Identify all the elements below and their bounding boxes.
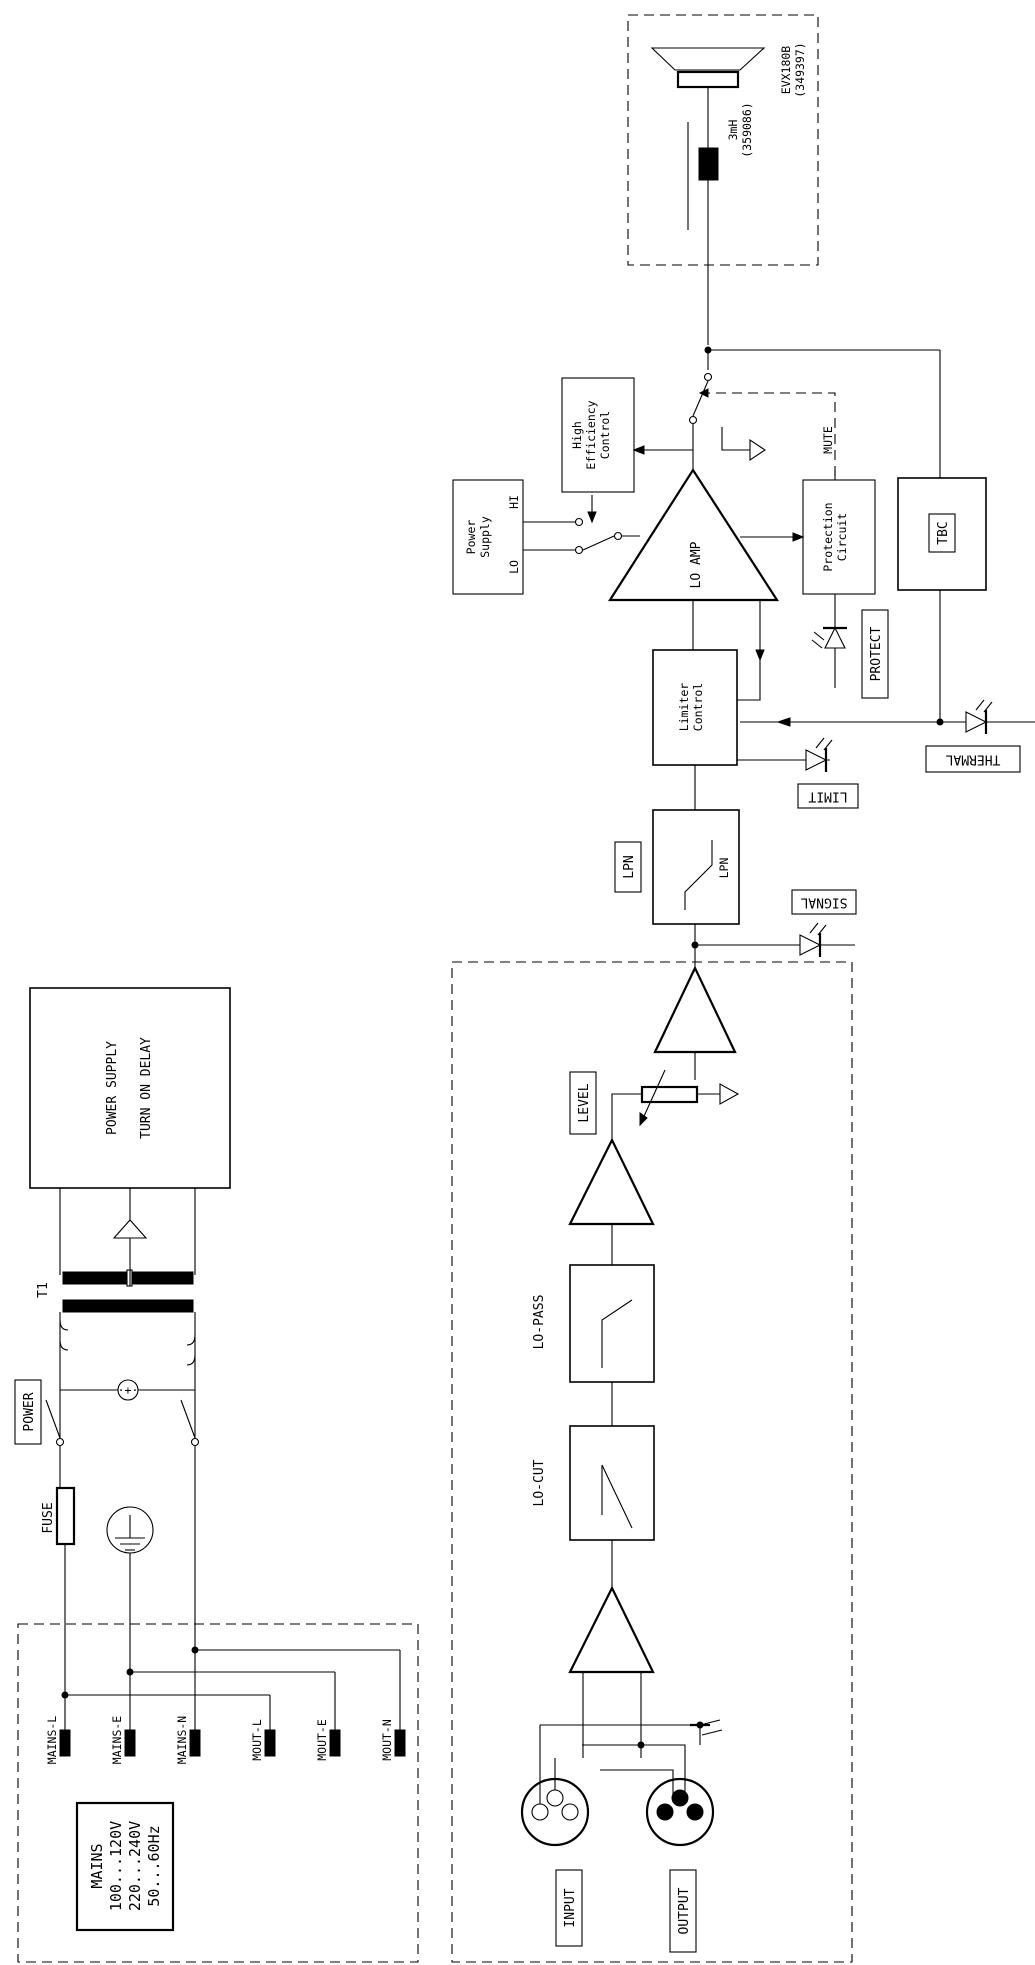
protection-line2: Circuit [835, 513, 849, 561]
mout-l-terminal [264, 1729, 276, 1757]
signal-led-icon [799, 922, 827, 957]
mains-l-label: MAINS-L [45, 1716, 59, 1765]
power-supply-block [452, 479, 524, 595]
mains-connector-enclosure [17, 1623, 419, 1963]
protection-line1: Protection [821, 502, 835, 571]
fuse-label: FUSE [41, 1502, 56, 1533]
power-switch-right [180, 1399, 196, 1439]
transformer-t1-icon [62, 1238, 194, 1313]
inductor-value: 3mH [726, 120, 740, 141]
thermal-led-icon [965, 699, 993, 734]
hi-lo-switch [582, 535, 615, 551]
mains-frequency: 50...60Hz [145, 1825, 163, 1906]
mains-n-label: MAINS-N [175, 1716, 189, 1765]
thermal-label: THERMAL [945, 752, 1000, 767]
hec-line2: Efficiency [584, 400, 598, 469]
psu-ground-icon [112, 1219, 148, 1239]
mains-voltage-2: 220...240V [126, 1821, 144, 1911]
lo-pass-filter-block [569, 1264, 655, 1383]
hi-label: HI [507, 495, 521, 509]
level-amp [568, 1137, 655, 1226]
protect-led-icon [811, 626, 847, 649]
lo-label: LO [507, 560, 521, 574]
mout-e-terminal [329, 1729, 341, 1757]
mains-e-label: MAINS-E [110, 1716, 124, 1765]
lo-pass-label: LO-PASS [532, 1295, 547, 1350]
limit-led-icon [805, 737, 833, 772]
mains-spec-box [75, 1801, 175, 1932]
power-supply-line2: Supply [478, 516, 492, 558]
output-xlr-icon [645, 1777, 715, 1847]
mains-title: MAINS [88, 1843, 106, 1888]
lpn-filter-block [652, 809, 740, 925]
hec-line3: Control [598, 411, 612, 459]
mute-label: MUTE [821, 426, 835, 454]
power-supply-delay-block [29, 987, 231, 1189]
voltage-selector-icon: ·+· [59, 1312, 196, 1401]
input-label: INPUT [563, 1888, 578, 1927]
signal-chain-enclosure [451, 961, 853, 1963]
speaker-icon [650, 47, 766, 89]
chassis-ground-icon [690, 1719, 723, 1745]
mains-e-terminal [124, 1729, 136, 1757]
power-switch-left [45, 1399, 61, 1439]
signal-label: SIGNAL [800, 895, 847, 910]
output-label: OUTPUT [677, 1887, 692, 1934]
inductor-icon [698, 147, 719, 181]
limiter-line1: Limiter [677, 683, 691, 732]
mout-n-label: MOUT-N [380, 1719, 394, 1761]
lpn-inner-label: LPN [717, 858, 731, 879]
mains-n-terminal [189, 1729, 201, 1757]
protect-label: PROTECT [869, 626, 884, 681]
tbc-label: TBC [936, 521, 951, 544]
tbc-block [897, 477, 987, 591]
level-label: LEVEL [577, 1083, 592, 1122]
mout-n-terminal [394, 1729, 406, 1757]
lo-cut-filter-block [569, 1425, 655, 1541]
level-ground-icon [719, 1083, 740, 1105]
level-potentiometer [640, 1085, 699, 1104]
ground-icon [749, 438, 766, 462]
lo-cut-curve-icon [601, 1464, 633, 1529]
lo-cut-label: LO-CUT [532, 1459, 547, 1506]
psu-line1: POWER SUPPLY [105, 1041, 120, 1135]
limiter-line2: Control [691, 683, 705, 731]
t1-label: T1 [36, 1282, 51, 1298]
svg-text:·+·: ·+· [118, 1383, 139, 1397]
mout-e-label: MOUT-E [315, 1719, 329, 1761]
speaker-section: 3mH (359086) EVX180B (349397) [627, 14, 819, 345]
mains-voltage-1: 100...120V [107, 1821, 125, 1911]
speaker-model: EVX180B [779, 46, 793, 95]
lo-pass-curve-icon [601, 1299, 633, 1368]
limiter-control-block [652, 649, 738, 766]
lpn-curve-icon [684, 840, 713, 910]
earth-ground-icon [106, 1506, 154, 1554]
input-xlr-icon [520, 1777, 590, 1847]
lo-amp-label: LO AMP [689, 541, 704, 588]
mute-relay-switch [692, 380, 709, 417]
high-efficiency-control-block [561, 377, 635, 493]
mains-l-terminal [59, 1729, 71, 1757]
fuse-icon [55, 1486, 76, 1546]
protection-circuit-block [802, 479, 876, 595]
inductor-part: (359086) [740, 102, 754, 157]
power-supply-line1: Power [464, 520, 478, 555]
input-amp [568, 1585, 655, 1674]
output-buffer-amp [653, 965, 737, 1054]
hec-line1: High [570, 421, 584, 449]
lpn-label: LPN [622, 855, 637, 878]
speaker-enclosure-border [627, 14, 819, 266]
limit-label: LIMIT [808, 789, 847, 804]
mout-l-label: MOUT-L [250, 1719, 264, 1761]
psu-line2: TURN ON DELAY [139, 1037, 154, 1139]
power-label: POWER [22, 1392, 37, 1431]
speaker-part: (349397) [793, 42, 807, 97]
